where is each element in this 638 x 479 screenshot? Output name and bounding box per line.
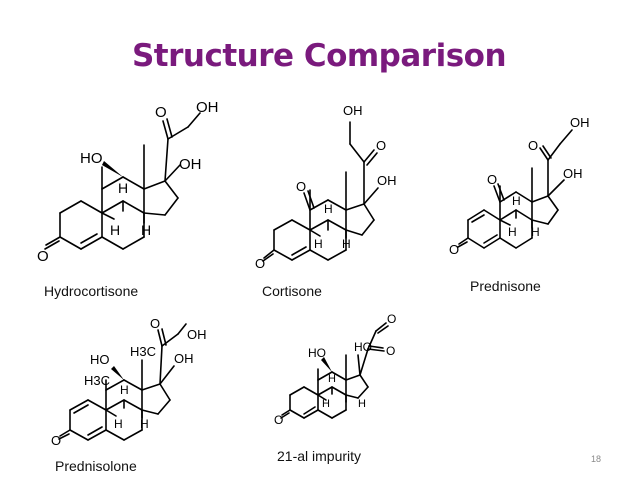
h-9-label: H	[314, 237, 323, 251]
ho-11-label: HO	[80, 150, 103, 167]
ketone-11-label: O	[487, 172, 497, 187]
h-14-label: H	[358, 398, 366, 410]
ketone-o-label: O	[155, 104, 167, 121]
prednisone-caption: Prednisone	[470, 278, 541, 294]
h-14-label: H	[342, 237, 351, 251]
oh-17-label: OH	[174, 351, 194, 366]
prednisone-structure: OH O OH O H H H O	[449, 115, 590, 257]
oh-17-label: OH	[179, 156, 202, 173]
h-8-label: H	[118, 180, 128, 196]
ketone-3-label: O	[449, 242, 459, 257]
hydrocortisone-caption: Hydrocortisone	[44, 283, 139, 299]
oh-side-label: OH	[343, 103, 363, 118]
h-8-label: H	[324, 202, 333, 216]
h-8-label: H	[328, 373, 336, 385]
ketone-o-label: O	[150, 316, 160, 331]
page-number: 18	[591, 454, 602, 464]
hydrocortisone-structure: OH O OH HO H H H O	[37, 99, 219, 265]
h-9-label: H	[110, 222, 120, 238]
21-al-impurity-structure: O O HO HO H H H O	[274, 312, 396, 427]
ketone-3-label: O	[37, 248, 49, 265]
h-9-label: H	[114, 417, 123, 431]
ketone-o-label: O	[386, 344, 395, 358]
prednisolone-caption: Prednisolone	[55, 458, 137, 474]
h-14-label: H	[141, 222, 151, 238]
ho-11-label: HO	[90, 352, 110, 367]
h-8-label: H	[120, 383, 129, 397]
ho-17-label: HO	[354, 340, 372, 354]
ketone-3-label: O	[255, 256, 265, 271]
ketone-3-label: O	[274, 413, 283, 427]
oh-17-label: OH	[563, 166, 583, 181]
21-al-impurity-caption: 21-al impurity	[277, 448, 362, 464]
h-9-label: H	[508, 225, 517, 239]
h-14-label: H	[531, 225, 540, 239]
slide-title: Structure Comparison	[131, 38, 507, 74]
ho-11-label: HO	[308, 346, 326, 360]
h-8-label: H	[512, 194, 521, 208]
oh-side-label: OH	[187, 327, 207, 342]
prednisolone-structure: OH O OH HO H3C H3C H H H O	[51, 316, 207, 448]
h3c-10-label: H3C	[84, 373, 110, 388]
ketone-o-label: O	[528, 138, 538, 153]
oh-side-label: OH	[196, 99, 219, 116]
h-14-label: H	[140, 417, 149, 431]
h3c-13-label: H3C	[130, 344, 156, 359]
h-9-label: H	[322, 398, 330, 410]
oh-17-label: OH	[377, 173, 397, 188]
ketone-3-label: O	[51, 433, 61, 448]
oh-side-label: OH	[570, 115, 590, 130]
cortisone-structure: OH O OH O H H H O	[255, 103, 397, 271]
cortisone-caption: Cortisone	[262, 283, 322, 299]
ketone-11-label: O	[296, 179, 306, 194]
ketone-o-label: O	[376, 138, 386, 153]
aldehyde-o-label: O	[387, 312, 396, 326]
